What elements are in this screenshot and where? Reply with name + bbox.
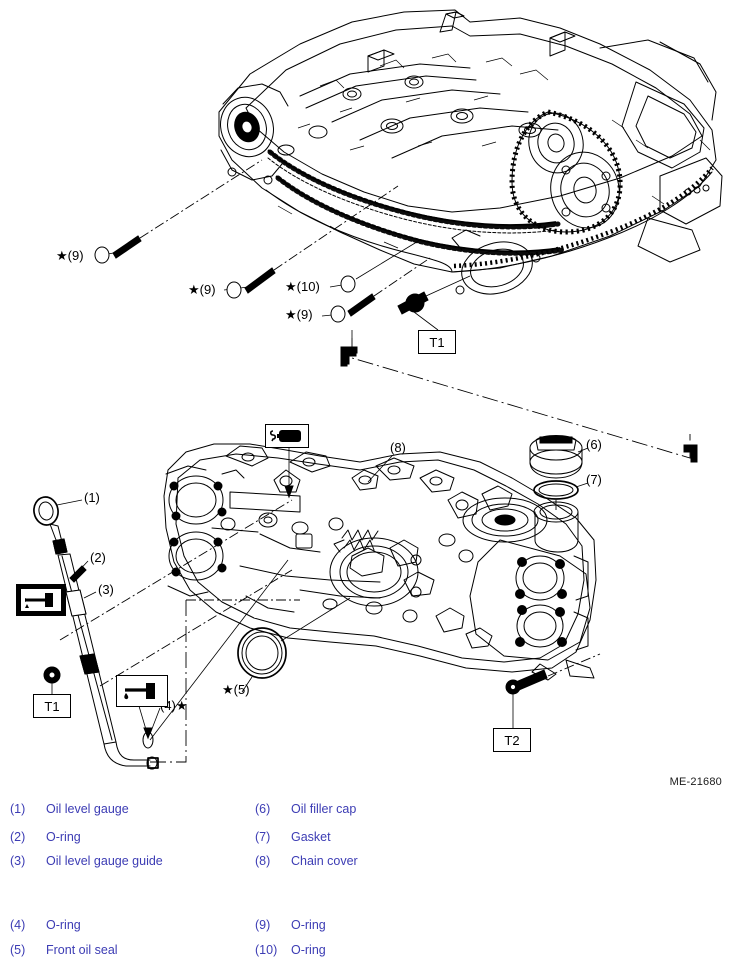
legend-num: (6) <box>255 802 271 816</box>
legend-item-10: (10) O-ring <box>255 943 326 957</box>
legend-num: (7) <box>255 830 271 844</box>
legend-item-3: (3) Oil level gauge guide <box>10 854 163 868</box>
cover-internal-detail <box>211 491 474 623</box>
legend-item-4: (4) O-ring <box>10 918 81 932</box>
front-oil-seal <box>237 597 351 693</box>
callout-upper-10: ★(10) <box>285 279 320 294</box>
star-marker: ★ <box>285 307 297 322</box>
engine-assembly-upper-view <box>94 9 723 463</box>
callout-leader-8 <box>367 455 393 483</box>
liquid-gasket-symbol-box <box>265 424 309 448</box>
front-cover-left <box>220 83 289 185</box>
chain-cover-lower-view <box>33 435 601 770</box>
callout-leader-upper-10 <box>329 239 421 293</box>
torque-box-t1-upper: T1 <box>418 330 456 354</box>
callout-lower-3: (3) <box>98 582 114 597</box>
legend-num: (9) <box>255 918 271 932</box>
callout-lower-1: (1) <box>84 490 100 505</box>
torque-box-t1-lower: T1 <box>33 694 71 718</box>
callout-leader-upper-9b <box>223 185 399 299</box>
callout-upper-9b: ★(9) <box>188 282 216 297</box>
star-marker: ★ <box>175 698 188 713</box>
legend-num: (3) <box>10 854 26 868</box>
lower-rail <box>265 166 714 273</box>
callout-leader-upper-9a <box>94 159 263 264</box>
grease-apply-symbol <box>21 589 61 611</box>
legend-text: Oil level gauge <box>46 802 129 816</box>
callout-leader-upper-9c <box>321 257 431 323</box>
legend-text: O-ring <box>46 918 81 932</box>
legend-text: Oil filler cap <box>291 802 357 816</box>
oil-filler-cap <box>529 435 589 479</box>
crank-bore-lower <box>329 537 422 607</box>
callout-upper-9c: ★(9) <box>285 307 313 322</box>
torque-box-t2-lower: T2 <box>493 728 531 752</box>
legend-item-7: (7) Gasket <box>255 830 331 844</box>
technical-illustration: .ln { fill:none; stroke:#000; stroke-wid… <box>33 9 723 770</box>
boss-towers <box>367 11 576 73</box>
legend-text: Gasket <box>291 830 331 844</box>
grease-apply-symbol-box <box>16 584 66 616</box>
crank-opening <box>451 229 541 295</box>
right-boss-cluster <box>435 485 513 649</box>
callout-lower-8: (8) <box>390 440 406 455</box>
legend-num: (8) <box>255 854 271 868</box>
legend-block-bottom: (4) O-ring (5) Front oil seal (9) O-ring… <box>0 918 736 978</box>
legend-text: Front oil seal <box>46 943 118 957</box>
parts-legend: (1) Oil level gauge (2) O-ring (3) Oil l… <box>0 796 736 978</box>
sealant-leader <box>149 444 294 741</box>
figure-id: ME-21680 <box>669 776 722 788</box>
legend-num: (2) <box>10 830 26 844</box>
legend-block-top: (1) Oil level gauge (2) O-ring (3) Oil l… <box>0 796 736 876</box>
star-marker: ★ <box>222 682 234 697</box>
legend-text: O-ring <box>291 918 326 932</box>
casting-detail <box>277 53 711 249</box>
view-link-centerline <box>340 330 698 463</box>
callout-leader-upper-t1 <box>397 275 471 331</box>
liquid-gasket-symbol <box>269 430 301 442</box>
legend-item-5: (5) Front oil seal <box>10 943 118 957</box>
intake-flange-right <box>599 39 717 169</box>
oil-apply-symbol <box>124 683 155 700</box>
filler-gasket <box>533 480 589 512</box>
oil-apply-symbol-box <box>116 675 168 707</box>
star-marker: ★ <box>285 279 297 294</box>
legend-item-1: (1) Oil level gauge <box>10 802 129 816</box>
legend-item-2: (2) O-ring <box>10 830 81 844</box>
legend-item-6: (6) Oil filler cap <box>255 802 356 816</box>
callout-lower-5: ★(5) <box>222 682 250 697</box>
star-marker: ★ <box>56 248 68 263</box>
legend-text: Oil level gauge guide <box>46 854 163 868</box>
cam-sprockets <box>528 112 620 229</box>
legend-num: (1) <box>10 802 26 816</box>
legend-text: Chain cover <box>291 854 358 868</box>
callout-lower-7: (7) <box>586 472 602 487</box>
legend-num: (4) <box>10 918 26 932</box>
legend-text: O-ring <box>46 830 81 844</box>
legend-text: O-ring <box>291 943 326 957</box>
deck-bosses <box>277 75 542 156</box>
legend-item-9: (9) O-ring <box>255 918 326 932</box>
t2-bolt <box>505 653 601 728</box>
callout-lower-6: (6) <box>586 437 602 452</box>
cover-left-bores <box>165 465 245 597</box>
star-marker: ★ <box>188 282 200 297</box>
callout-lower-2: (2) <box>90 550 106 565</box>
legend-num: (5) <box>10 943 26 957</box>
aux-guide <box>59 499 293 641</box>
legend-item-8: (8) Chain cover <box>255 854 358 868</box>
oil-pump-boss <box>462 497 579 553</box>
callout-upper-9a: ★(9) <box>56 248 84 263</box>
oil-level-gauge <box>33 496 159 770</box>
right-face-flanges <box>469 539 595 681</box>
lower-construction-lines <box>99 569 300 763</box>
legend-num: (10) <box>255 943 278 957</box>
